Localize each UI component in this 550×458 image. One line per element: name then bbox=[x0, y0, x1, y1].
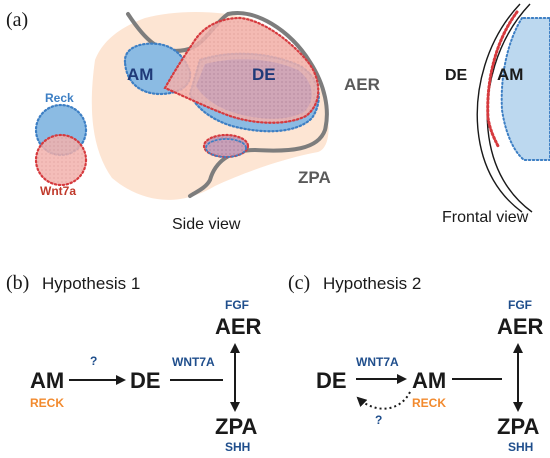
c-shh: SHH bbox=[508, 440, 533, 454]
frontal-de-label: DE bbox=[445, 67, 468, 84]
zpa-label: ZPA bbox=[298, 168, 331, 187]
panel-c-label: (c) bbox=[288, 272, 310, 294]
frontal-view-caption: Frontal view bbox=[442, 209, 529, 226]
c-question: ? bbox=[375, 413, 382, 427]
c-zpa: ZPA bbox=[497, 414, 539, 439]
b-fgf: FGF bbox=[225, 298, 249, 312]
frontal-am-label: AM bbox=[497, 65, 523, 84]
am-label: AM bbox=[127, 65, 153, 84]
b-aer: AER bbox=[215, 314, 262, 339]
b-zpa: ZPA bbox=[215, 414, 257, 439]
c-de: DE bbox=[316, 368, 347, 393]
panel-a-label: (a) bbox=[6, 9, 28, 31]
panel-b-label: (b) bbox=[6, 272, 29, 294]
c-am-reck: RECK bbox=[412, 396, 446, 410]
b-question: ? bbox=[90, 354, 97, 368]
legend-wnt7a-label: Wnt7a bbox=[40, 184, 76, 198]
c-dotted-arrow-am-de bbox=[356, 391, 411, 410]
legend-wnt7a-circle bbox=[34, 133, 88, 187]
side-view-caption: Side view bbox=[172, 216, 241, 233]
c-wnt7a: WNT7A bbox=[356, 355, 399, 369]
aer-label: AER bbox=[344, 75, 380, 94]
b-wnt7a: WNT7A bbox=[172, 355, 215, 369]
b-de: DE bbox=[130, 368, 161, 393]
c-am: AM bbox=[412, 368, 446, 393]
legend-reck-label: Reck bbox=[45, 91, 74, 105]
b-shh: SHH bbox=[225, 440, 250, 454]
frontal-outline-inner bbox=[486, 3, 533, 213]
panel-b: (b) Hypothesis 1 AM RECK ? DE WNT7A FGF … bbox=[6, 272, 262, 454]
frontal-de-line bbox=[486, 10, 519, 148]
frontal-am-region bbox=[500, 17, 550, 161]
reck-wnt7a-legend: Reck Wnt7a bbox=[34, 91, 88, 198]
b-am: AM bbox=[30, 368, 64, 393]
panel-c-title: Hypothesis 2 bbox=[323, 274, 421, 293]
de-overlap-region bbox=[196, 59, 312, 119]
panel-a: (a) AM DE AER ZPA Reck bbox=[6, 3, 550, 233]
frontal-outline-outer bbox=[476, 3, 523, 213]
b-am-reck: RECK bbox=[30, 396, 64, 410]
de-label: DE bbox=[252, 65, 276, 84]
frontal-view-diagram: DE AM Frontal view bbox=[442, 3, 550, 226]
c-fgf: FGF bbox=[508, 298, 532, 312]
c-aer: AER bbox=[497, 314, 544, 339]
side-view-diagram: AM DE AER ZPA Reck Wnt7a Side view bbox=[34, 11, 380, 233]
panel-c: (c) Hypothesis 2 DE WNT7A ? AM RECK FGF … bbox=[288, 272, 544, 454]
zpa-blue-outline bbox=[205, 138, 247, 158]
panel-b-title: Hypothesis 1 bbox=[42, 274, 140, 293]
